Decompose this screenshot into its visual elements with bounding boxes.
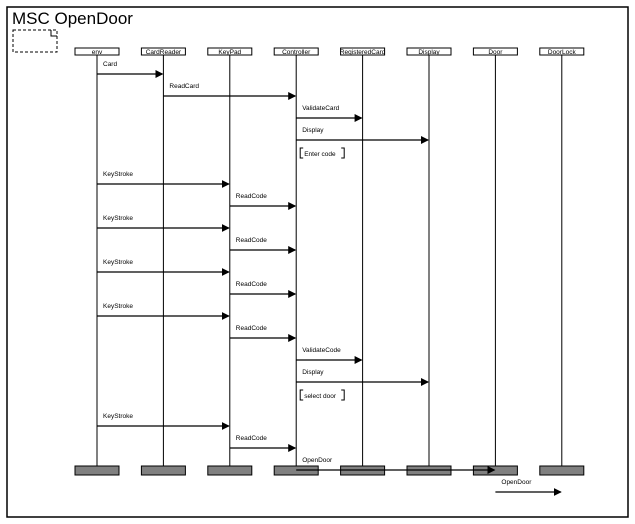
diagram-title: MSC OpenDoor <box>12 9 133 28</box>
message: ValidateCode <box>296 347 363 364</box>
reference-placeholder-box <box>12 29 58 53</box>
condition-label: Enter code <box>304 151 336 158</box>
instance-head-display <box>406 47 452 56</box>
message: KeyStroke <box>97 171 230 188</box>
message-label: OpenDoor <box>501 479 532 486</box>
instance-registeredcard: RegisteredCard <box>340 47 386 476</box>
message-label: Card <box>103 61 117 68</box>
message: ReadCode <box>229 325 297 342</box>
instance-label-env: env <box>92 49 103 56</box>
message: OpenDoor <box>495 479 562 496</box>
condition-bracket-left <box>299 147 304 159</box>
message-label: ValidateCode <box>302 347 341 354</box>
message: KeyStroke <box>97 215 230 232</box>
message-label: KeyStroke <box>103 171 133 178</box>
message-label: Display <box>302 369 324 376</box>
message-label: Display <box>302 127 324 134</box>
instance-end-env <box>74 465 120 476</box>
message-label: KeyStroke <box>103 413 133 420</box>
message: ValidateCard <box>296 105 363 122</box>
instance-cardreader: CardReader <box>140 47 186 476</box>
instance-label-doorlock: DoorLock <box>548 49 577 56</box>
instance-head-doorlock <box>539 47 585 56</box>
message: ReadCode <box>229 435 297 452</box>
condition-bracket-left <box>299 389 304 401</box>
instances-layer: env CardReader KeyPad Controller RegisteredC… <box>74 47 585 476</box>
instance-end-keypad <box>207 465 253 476</box>
message-label: ReadCode <box>236 325 267 332</box>
message-label: ReadCode <box>236 193 267 200</box>
reference-placeholder-corner <box>50 30 57 37</box>
message: KeyStroke <box>97 413 230 430</box>
message: ReadCode <box>229 193 297 210</box>
message: Display <box>296 127 429 144</box>
instance-head-env <box>74 47 120 56</box>
message-label: ValidateCard <box>302 105 339 112</box>
condition-bracket-right <box>341 147 345 159</box>
instance-label-cardreader: CardReader <box>146 49 182 56</box>
instance-label-keypad: KeyPad <box>218 49 241 56</box>
instance-head-registeredcard <box>340 47 386 56</box>
instance-label-display: Display <box>418 49 440 56</box>
instance-display: Display <box>406 47 452 476</box>
message-label: KeyStroke <box>103 215 133 222</box>
message: ReadCode <box>229 237 297 254</box>
instance-label-controller: Controller <box>282 49 311 56</box>
message-label: OpenDoor <box>302 457 333 464</box>
message: ReadCode <box>229 281 297 298</box>
condition-note: Enter code <box>299 147 345 159</box>
message: KeyStroke <box>97 303 230 320</box>
instance-doorlock: DoorLock <box>539 47 585 476</box>
instance-label-door: Door <box>488 49 503 56</box>
condition-note: select door <box>299 389 345 401</box>
instance-head-door <box>472 47 518 56</box>
message-label: KeyStroke <box>103 259 133 266</box>
instance-label-registeredcard: RegisteredCard <box>340 49 386 56</box>
diagram-frame <box>6 6 629 518</box>
instance-head-controller <box>273 47 319 56</box>
message: KeyStroke <box>97 259 230 276</box>
message-label: ReadCard <box>169 83 199 90</box>
message-label: ReadCode <box>236 435 267 442</box>
message: Card <box>97 61 164 78</box>
instance-door: Door <box>472 47 518 476</box>
message: ReadCard <box>163 83 297 100</box>
message-label: ReadCode <box>236 281 267 288</box>
instance-keypad: KeyPad <box>207 47 253 476</box>
message: Display <box>296 369 429 386</box>
instance-controller: Controller <box>273 47 319 476</box>
instance-end-doorlock <box>539 465 585 476</box>
message-label: KeyStroke <box>103 303 133 310</box>
condition-bracket-right <box>341 389 345 401</box>
instance-head-cardreader <box>140 47 186 56</box>
message: OpenDoor <box>296 457 496 474</box>
instance-env: env <box>74 47 120 476</box>
condition-label: select door <box>304 393 337 400</box>
message-label: ReadCode <box>236 237 267 244</box>
instance-end-cardreader <box>140 465 186 476</box>
instance-head-keypad <box>207 47 253 56</box>
